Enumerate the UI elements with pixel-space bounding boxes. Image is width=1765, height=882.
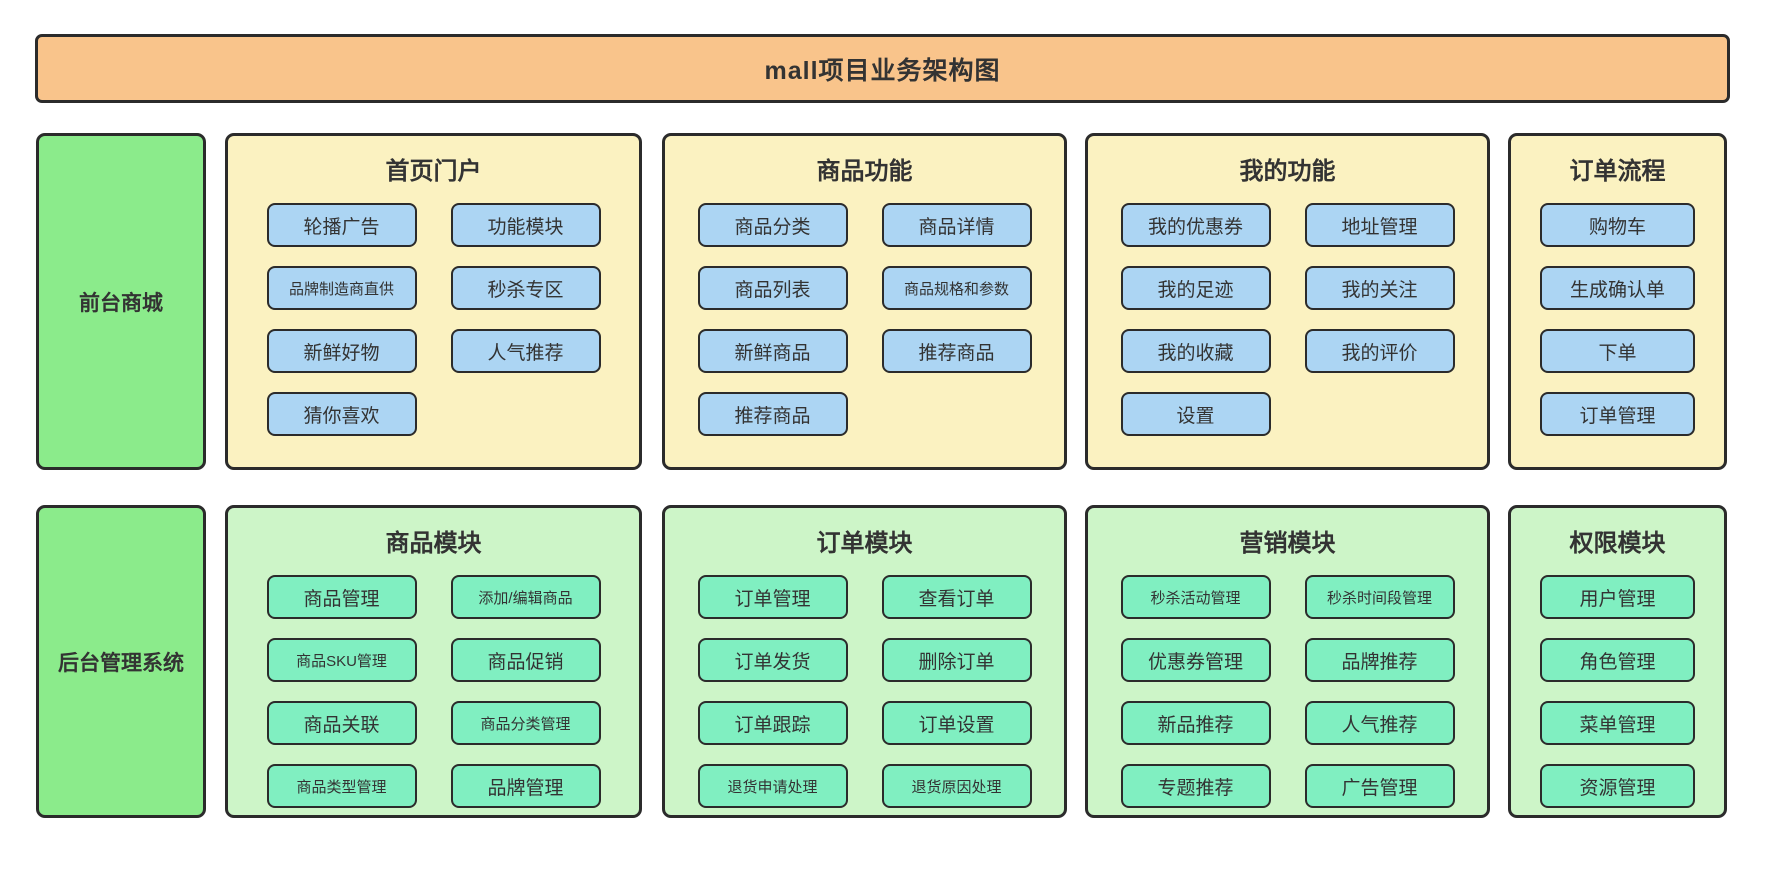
diagram-node: 商品列表 xyxy=(697,266,848,310)
diagram-node: 订单管理 xyxy=(697,575,848,619)
section-order-module: 订单模块 订单管理查看订单订单发货删除订单订单跟踪订单设置退货申请处理退货原因处… xyxy=(662,505,1067,818)
admin-system-band: 后台管理系统 商品模块 商品管理添加/编辑商品商品SKU管理商品促销商品关联商品… xyxy=(0,505,1765,818)
node-grid: 秒杀活动管理秒杀时间段管理优惠券管理品牌推荐新品推荐人气推荐专题推荐广告管理 xyxy=(1088,575,1487,808)
diagram-node: 商品分类管理 xyxy=(450,701,601,745)
diagram-node: 商品分类 xyxy=(697,203,848,247)
diagram-node: 人气推荐 xyxy=(1304,701,1455,745)
diagram-node: 菜单管理 xyxy=(1540,701,1695,745)
diagram-node: 品牌制造商直供 xyxy=(266,266,417,310)
diagram-node: 秒杀专区 xyxy=(450,266,601,310)
section-title: 我的功能 xyxy=(1239,158,1336,185)
diagram-node: 优惠券管理 xyxy=(1120,638,1271,682)
diagram-node: 删除订单 xyxy=(881,638,1032,682)
diagram-node: 品牌推荐 xyxy=(1304,638,1455,682)
diagram-node: 我的优惠券 xyxy=(1120,203,1271,247)
section-title: 商品模块 xyxy=(385,530,482,557)
sidebar-front-mall: 前台商城 xyxy=(36,133,206,470)
section-home-portal: 首页门户 轮播广告功能模块品牌制造商直供秒杀专区新鲜好物人气推荐猜你喜欢 xyxy=(225,133,642,470)
diagram-node: 推荐商品 xyxy=(697,392,848,436)
diagram-node: 查看订单 xyxy=(881,575,1032,619)
diagram-node: 生成确认单 xyxy=(1540,266,1695,310)
section-title: 营销模块 xyxy=(1239,530,1336,557)
diagram-node: 设置 xyxy=(1120,392,1271,436)
diagram-node: 订单管理 xyxy=(1540,392,1695,436)
node-grid: 用户管理角色管理菜单管理资源管理 xyxy=(1511,575,1724,808)
section-my-features: 我的功能 我的优惠券地址管理我的足迹我的关注我的收藏我的评价设置 xyxy=(1085,133,1490,470)
diagram-node: 订单发货 xyxy=(697,638,848,682)
section-title: 商品功能 xyxy=(816,158,913,185)
diagram-node: 购物车 xyxy=(1540,203,1695,247)
diagram-node: 下单 xyxy=(1540,329,1695,373)
node-grid: 我的优惠券地址管理我的足迹我的关注我的收藏我的评价设置 xyxy=(1088,203,1487,436)
diagram-node: 人气推荐 xyxy=(450,329,601,373)
sidebar-label: 前台商城 xyxy=(79,291,163,315)
section-product-module: 商品模块 商品管理添加/编辑商品商品SKU管理商品促销商品关联商品分类管理商品类… xyxy=(225,505,642,818)
diagram-node: 商品规格和参数 xyxy=(881,266,1032,310)
section-order-flow: 订单流程 购物车生成确认单下单订单管理 xyxy=(1508,133,1727,470)
diagram-node: 专题推荐 xyxy=(1120,764,1271,808)
diagram-node: 商品类型管理 xyxy=(266,764,417,808)
diagram-title-bar: mall项目业务架构图 xyxy=(35,34,1730,103)
diagram-node: 功能模块 xyxy=(450,203,601,247)
diagram-node: 商品管理 xyxy=(266,575,417,619)
diagram-node: 新鲜好物 xyxy=(266,329,417,373)
diagram-node: 地址管理 xyxy=(1304,203,1455,247)
diagram-node: 新品推荐 xyxy=(1120,701,1271,745)
node-grid: 商品分类商品详情商品列表商品规格和参数新鲜商品推荐商品推荐商品 xyxy=(665,203,1064,436)
section-title: 首页门户 xyxy=(385,158,482,185)
section-title: 订单流程 xyxy=(1569,158,1666,185)
diagram-node: 猜你喜欢 xyxy=(266,392,417,436)
diagram-node: 轮播广告 xyxy=(266,203,417,247)
diagram-node: 商品详情 xyxy=(881,203,1032,247)
section-permission-module: 权限模块 用户管理角色管理菜单管理资源管理 xyxy=(1508,505,1727,818)
sidebar-admin-system: 后台管理系统 xyxy=(36,505,206,818)
diagram-node: 角色管理 xyxy=(1540,638,1695,682)
node-grid: 轮播广告功能模块品牌制造商直供秒杀专区新鲜好物人气推荐猜你喜欢 xyxy=(228,203,639,436)
diagram-node: 我的足迹 xyxy=(1120,266,1271,310)
diagram-node: 商品促销 xyxy=(450,638,601,682)
sidebar-label: 后台管理系统 xyxy=(58,651,184,675)
diagram-node: 新鲜商品 xyxy=(697,329,848,373)
diagram-node: 秒杀活动管理 xyxy=(1120,575,1271,619)
diagram-node: 推荐商品 xyxy=(881,329,1032,373)
diagram-title: mall项目业务架构图 xyxy=(764,56,1001,85)
diagram-node: 资源管理 xyxy=(1540,764,1695,808)
diagram-node: 商品关联 xyxy=(266,701,417,745)
section-title: 权限模块 xyxy=(1569,530,1666,557)
section-title: 订单模块 xyxy=(816,530,913,557)
node-grid: 订单管理查看订单订单发货删除订单订单跟踪订单设置退货申请处理退货原因处理 xyxy=(665,575,1064,808)
diagram-node: 品牌管理 xyxy=(450,764,601,808)
diagram-node: 秒杀时间段管理 xyxy=(1304,575,1455,619)
diagram-node: 订单设置 xyxy=(881,701,1032,745)
section-product-features: 商品功能 商品分类商品详情商品列表商品规格和参数新鲜商品推荐商品推荐商品 xyxy=(662,133,1067,470)
diagram-node: 我的评价 xyxy=(1304,329,1455,373)
section-marketing-module: 营销模块 秒杀活动管理秒杀时间段管理优惠券管理品牌推荐新品推荐人气推荐专题推荐广… xyxy=(1085,505,1490,818)
diagram-node: 退货申请处理 xyxy=(697,764,848,808)
node-grid: 购物车生成确认单下单订单管理 xyxy=(1511,203,1724,436)
diagram-node: 添加/编辑商品 xyxy=(450,575,601,619)
diagram-node: 退货原因处理 xyxy=(881,764,1032,808)
diagram-node: 用户管理 xyxy=(1540,575,1695,619)
diagram-node: 我的关注 xyxy=(1304,266,1455,310)
diagram-node: 商品SKU管理 xyxy=(266,638,417,682)
diagram-node: 订单跟踪 xyxy=(697,701,848,745)
front-mall-band: 前台商城 首页门户 轮播广告功能模块品牌制造商直供秒杀专区新鲜好物人气推荐猜你喜… xyxy=(0,133,1765,470)
diagram-node: 我的收藏 xyxy=(1120,329,1271,373)
node-grid: 商品管理添加/编辑商品商品SKU管理商品促销商品关联商品分类管理商品类型管理品牌… xyxy=(228,575,639,808)
diagram-node: 广告管理 xyxy=(1304,764,1455,808)
